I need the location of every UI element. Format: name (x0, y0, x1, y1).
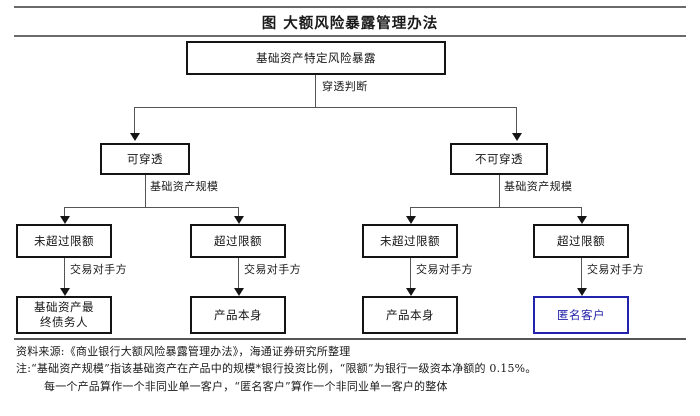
flow-box-underlying-debtor-line2: 终债务人 (40, 315, 88, 329)
connector-split-left-level3 (64, 207, 238, 208)
flow-box-underlying-debtor[interactable]: 基础资产最 终债务人 (16, 296, 112, 334)
flow-box-right-over-limit[interactable]: 超过限额 (533, 224, 629, 258)
connector-left-l3b-drop (238, 207, 239, 219)
flow-box-root-label: 基础资产特定风险暴露 (256, 50, 376, 65)
flow-box-right-over-limit-label: 超过限额 (557, 233, 605, 248)
flow-box-left-over-limit-label: 超过限额 (214, 233, 262, 248)
edge-label-right-scale: 基础资产规模 (504, 180, 573, 193)
connector-left-stem (145, 175, 146, 207)
edge-label-counterparty-2: 交易对手方 (244, 263, 301, 276)
flow-box-right-within-limit[interactable]: 未超过限额 (362, 224, 458, 258)
flow-box-penetrable-label: 可穿透 (127, 151, 163, 166)
connector-right-stem (499, 175, 500, 207)
figure-title: 图 大额风险暴露管理办法 (261, 15, 439, 32)
arrow-right-l3a (406, 216, 416, 224)
source-note: 资料来源:《商业银行大额风险暴露管理办法》，海通证券研究所整理 (16, 345, 351, 358)
flow-box-anonymous-client[interactable]: 匿名客户 (533, 296, 629, 334)
connector-split-right-level3 (410, 207, 581, 208)
flow-box-root[interactable]: 基础资产特定风险暴露 (186, 41, 446, 75)
arrow-left-l3b (234, 216, 244, 224)
connector-right-l3b-drop (581, 207, 582, 219)
connector-l3b-to-l4b (238, 258, 239, 290)
arrow-l4b (234, 288, 244, 296)
edge-label-counterparty-4: 交易对手方 (587, 263, 644, 276)
flow-box-penetrable[interactable]: 可穿透 (100, 143, 190, 175)
flow-box-product-itself-right[interactable]: 产品本身 (362, 296, 458, 334)
edge-label-left-scale: 基础资产规模 (150, 180, 219, 193)
title-divider-rule (14, 35, 686, 37)
footer-divider-rule (14, 338, 686, 340)
explanatory-note-line2: 每一个产品算作一个非同业单一客户，“匿名客户”算作一个非同业单一客户的整体 (44, 380, 448, 393)
connector-level2-right-drop (516, 107, 517, 135)
flow-box-product-itself-left-label: 产品本身 (214, 307, 262, 322)
flow-box-left-within-limit-label: 未超过限额 (34, 233, 94, 248)
arrow-level2-right (512, 133, 522, 141)
top-divider-rule (14, 6, 686, 8)
explanatory-note-line1: 注:“基础资产规模”指该基础资产在产品中的规模*银行投资比例，“限额”为银行一级… (16, 362, 537, 375)
flow-box-non-penetrable[interactable]: 不可穿透 (450, 143, 548, 175)
connector-level2-left-drop (134, 107, 135, 135)
connector-l3c-to-l4c (410, 258, 411, 290)
arrow-right-l3b (577, 216, 587, 224)
flow-box-product-itself-left[interactable]: 产品本身 (190, 296, 286, 334)
flow-box-right-within-limit-label: 未超过限额 (380, 233, 440, 248)
arrow-l4a (60, 288, 70, 296)
connector-split-level2 (134, 107, 516, 108)
arrow-l4d (577, 288, 587, 296)
flow-box-underlying-debtor-line1: 基础资产最 (34, 300, 94, 314)
edge-label-counterparty-3: 交易对手方 (416, 263, 473, 276)
edge-label-root: 穿透判断 (322, 80, 368, 93)
arrow-l4c (406, 288, 416, 296)
arrow-level2-left (130, 133, 140, 141)
flow-box-left-within-limit[interactable]: 未超过限额 (16, 224, 112, 258)
connector-right-l3a-drop (410, 207, 411, 219)
flow-box-anonymous-client-label: 匿名客户 (557, 307, 605, 322)
flow-box-left-over-limit[interactable]: 超过限额 (190, 224, 286, 258)
connector-left-l3a-drop (64, 207, 65, 219)
flow-box-product-itself-right-label: 产品本身 (386, 307, 434, 322)
flow-box-non-penetrable-label: 不可穿透 (475, 151, 523, 166)
connector-root-stem (315, 75, 316, 108)
connector-l3a-to-l4a (64, 258, 65, 290)
arrow-left-l3a (60, 216, 70, 224)
connector-l3d-to-l4d (581, 258, 582, 290)
edge-label-counterparty-1: 交易对手方 (70, 263, 127, 276)
